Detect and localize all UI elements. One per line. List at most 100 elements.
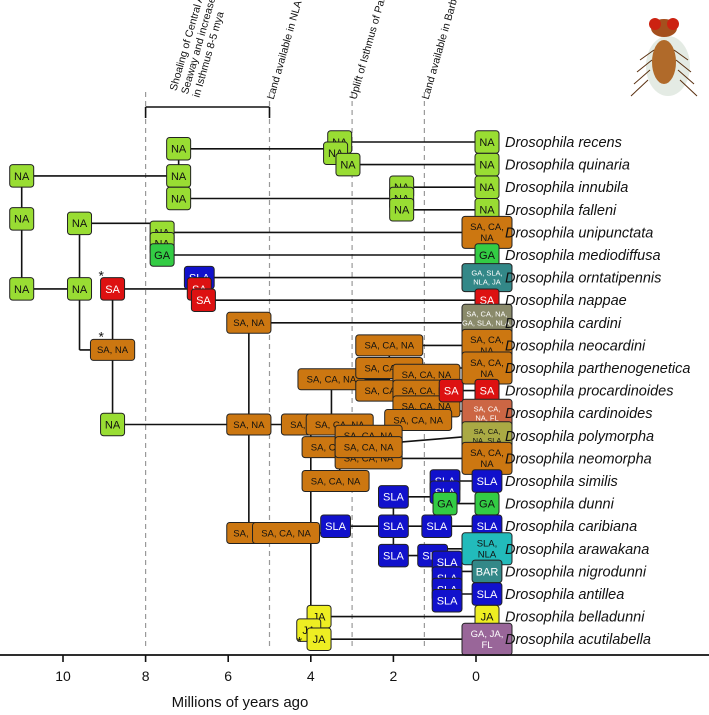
ancestral-state-box-bg bbox=[166, 137, 192, 161]
x-axis-tick-label: 10 bbox=[55, 668, 71, 684]
event-label-line: Uplift of Isthmus of Panama 3 mya bbox=[347, 0, 403, 101]
event-label-line: Land available in NLA and FL 5 mya bbox=[265, 0, 323, 101]
tip-state-box-label: NLA bbox=[478, 550, 497, 561]
ancestral-state-box: NA bbox=[9, 207, 35, 231]
fly-leg bbox=[633, 69, 651, 85]
ancestral-state-box-label: NA bbox=[171, 193, 187, 205]
fly-eye-left bbox=[649, 18, 661, 30]
ancestral-state-box: GA bbox=[149, 243, 175, 267]
ancestral-state-box-bg bbox=[306, 627, 332, 651]
tip-state-box-label: GA bbox=[479, 250, 496, 262]
tip-state-box-label: BAR bbox=[476, 566, 499, 578]
ancestral-state-box-label: SLA bbox=[426, 521, 447, 533]
ancestral-state-box-label: SA bbox=[196, 295, 211, 307]
ancestral-state-box-label: SA, NA bbox=[233, 318, 265, 329]
ancestral-state-box-bg bbox=[89, 338, 136, 361]
tip-state-box-label: GA, SLA, NLA, bbox=[462, 318, 512, 327]
species-label: Drosophila mediodiffusa bbox=[505, 248, 661, 264]
ancestral-state-box-label: GA bbox=[154, 250, 171, 262]
fly-leg bbox=[679, 79, 698, 97]
tip-state-box-label: SA, CA, bbox=[470, 358, 504, 369]
ancestral-state-box: SLA bbox=[378, 543, 409, 568]
ancestral-state-box: NA bbox=[9, 277, 35, 301]
tip-state-box-label: NA, FL bbox=[475, 413, 498, 422]
ancestral-state-box-label: NA bbox=[14, 171, 30, 183]
tip-state-box-label: NA bbox=[480, 369, 494, 380]
species-label: Drosophila dunni bbox=[505, 497, 615, 513]
species-label: Drosophila innubila bbox=[505, 180, 628, 196]
tip-state-box: SLA bbox=[471, 469, 503, 493]
ancestral-state-box: NA bbox=[9, 164, 35, 188]
x-axis-tick-label: 2 bbox=[390, 668, 398, 684]
tip-state-box: SLA,NLA bbox=[461, 532, 513, 566]
ancestral-state-box-label: SA, NA bbox=[97, 345, 129, 356]
tip-state-box: NA bbox=[474, 152, 500, 177]
ancestral-state-box-label: NA bbox=[14, 214, 30, 226]
tip-state-box-label: JA bbox=[481, 611, 495, 623]
ancestral-state-box: NA bbox=[166, 137, 192, 161]
ancestral-state-box-label: JA bbox=[313, 634, 327, 646]
ancestral-state-box-label: SA, CA, NA bbox=[307, 375, 357, 386]
ancestral-state-box: NA bbox=[335, 152, 361, 177]
ancestral-state-box-bg bbox=[431, 589, 463, 613]
ancestral-state-box-label: NA bbox=[171, 144, 187, 156]
ancestral-state-box: SLA bbox=[421, 514, 453, 538]
ancestral-state-box: SA, NA bbox=[226, 413, 272, 436]
ancestral-state-box-bg bbox=[378, 485, 409, 509]
fly-photo bbox=[646, 18, 690, 96]
ancestral-state-box-label: SA, CA, NA bbox=[344, 442, 394, 453]
tip-state-box-label: NLA, JA bbox=[473, 278, 501, 287]
ancestral-state-box-bg bbox=[226, 311, 272, 334]
species-label: Drosophila caribiana bbox=[505, 519, 637, 535]
species-label: Drosophila nappae bbox=[505, 293, 627, 309]
species-label: Drosophila similis bbox=[505, 474, 618, 490]
tip-state-box-label: SA, CA, bbox=[470, 335, 504, 346]
ancestral-state-box-label: SLA bbox=[437, 557, 458, 569]
ancestral-state-box: NA bbox=[67, 211, 93, 236]
ancestral-state-box-label: NA bbox=[394, 205, 410, 217]
ancestral-state-box-bg bbox=[9, 277, 35, 301]
ancestral-state-box-label: NA bbox=[105, 419, 121, 431]
ancestral-state-box-bg bbox=[421, 514, 453, 538]
ancestral-state-box-bg bbox=[9, 207, 35, 231]
tip-state-box-label: NA bbox=[479, 182, 495, 194]
ancestral-state-box: NA bbox=[166, 186, 192, 211]
tip-state-box: GA, SLA,NLA, JA bbox=[461, 263, 513, 293]
species-label: Drosophila recens bbox=[505, 135, 622, 151]
tip-state-box-label: SLA bbox=[477, 476, 498, 488]
species-label: Drosophila unipunctata bbox=[505, 225, 653, 241]
ancestral-state-box-bg bbox=[100, 412, 126, 437]
ancestral-state-box-bg bbox=[335, 152, 361, 177]
tip-state-box-label: SA, CA, NA, bbox=[466, 309, 507, 318]
species-label: Drosophila neocardini bbox=[505, 338, 646, 354]
ancestral-state-box-bg bbox=[9, 164, 35, 188]
x-axis-tick-label: 8 bbox=[142, 668, 150, 684]
species-label: Drosophila parthenogenetica bbox=[505, 361, 690, 377]
species-label: Drosophila quinaria bbox=[505, 158, 630, 174]
species-label: Drosophila arawakana bbox=[505, 542, 649, 558]
ancestral-state-box: SLA bbox=[431, 589, 463, 613]
tip-state-box-label: NA, SLA bbox=[473, 436, 502, 445]
tip-state-box: BAR bbox=[471, 559, 503, 584]
ancestral-state-box-label: SLA bbox=[383, 521, 404, 533]
star-marker: * bbox=[99, 328, 105, 344]
ancestral-state-box-bg bbox=[438, 378, 464, 403]
tip-state-box: NA bbox=[474, 175, 500, 199]
star-marker: * bbox=[297, 634, 303, 650]
fly-leg bbox=[673, 49, 689, 61]
tip-state-box-label: SLA bbox=[477, 521, 498, 533]
ancestral-state-box-label: SA, CA, NA bbox=[402, 386, 452, 397]
tip-state-box-label: SA, CA, bbox=[470, 448, 504, 459]
fly-leg bbox=[630, 79, 649, 97]
ancestral-state-box-label: NA bbox=[72, 218, 88, 230]
ancestral-state-box-label: SA, CA, NA bbox=[393, 415, 443, 426]
tip-state-box-label: NA bbox=[480, 233, 494, 244]
tip-state-box: SA bbox=[474, 378, 500, 403]
ancestral-state-box: SA, CA, NA bbox=[297, 368, 366, 391]
ancestral-state-box-label: NA bbox=[72, 284, 88, 296]
tip-state-box-label: SA, CA, bbox=[470, 222, 504, 233]
x-axis-label: Millions of years ago bbox=[172, 694, 309, 711]
ancestral-state-box: JA bbox=[306, 627, 332, 651]
species-label: Drosophila falleni bbox=[505, 203, 617, 219]
ancestral-state-box-label: SLA bbox=[383, 550, 404, 562]
